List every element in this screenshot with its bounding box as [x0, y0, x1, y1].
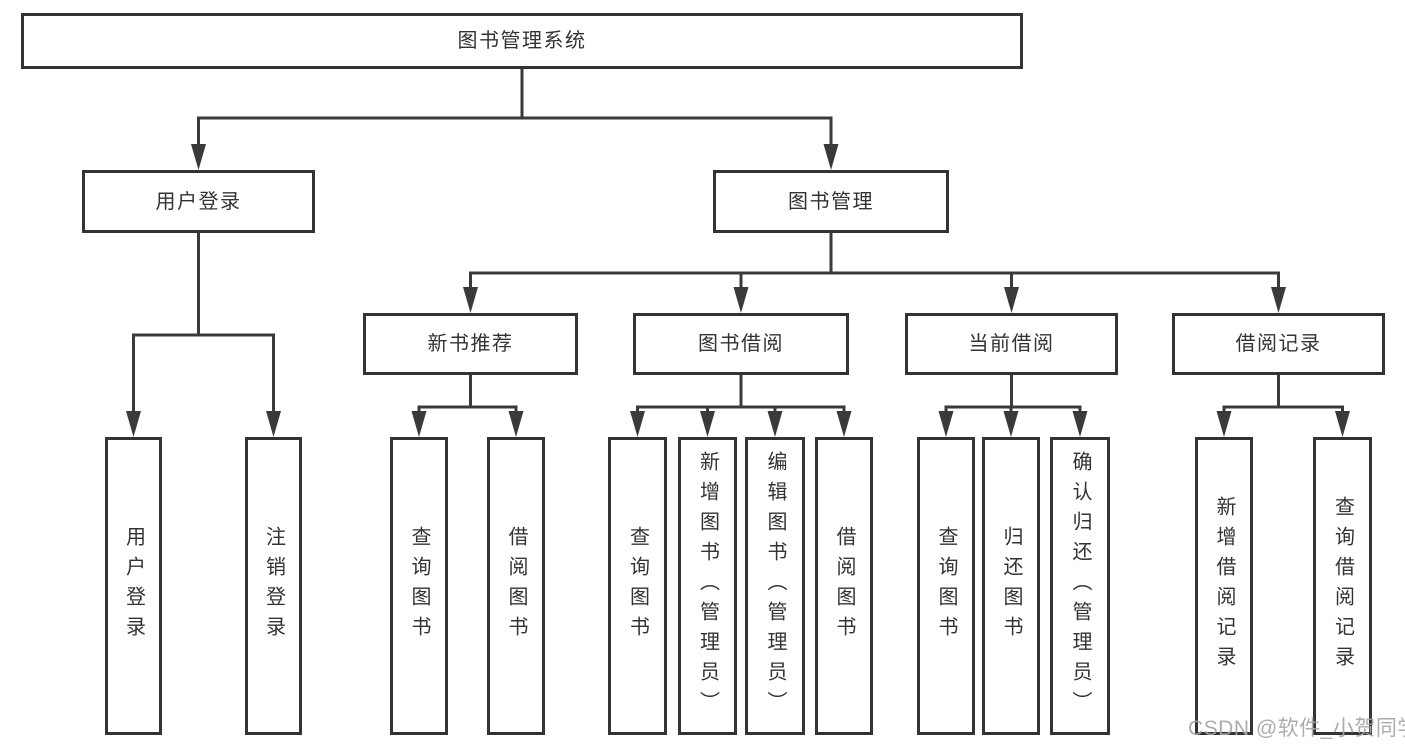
arrowhead-icon — [508, 411, 524, 437]
arrowhead-icon — [191, 144, 206, 170]
arrowhead-icon — [1072, 411, 1088, 437]
arrowhead-icon — [938, 411, 954, 437]
diagram-node-leaf-edit-book: 编辑图书（管理员） — [745, 437, 805, 735]
diagram-node-leaf-logout: 注销登录 — [245, 437, 302, 735]
arrowhead-icon — [630, 411, 645, 437]
watermark-text: CSDN @软件_小贺同学 — [1188, 717, 1405, 740]
diagram-node-leaf-return-book: 归还图书 — [982, 437, 1040, 735]
diagram-node-leaf-borrow-book-2: 借阅图书 — [815, 437, 873, 735]
diagram-node-current-borrow: 当前借阅 — [905, 313, 1118, 375]
diagram-node-user-login: 用户登录 — [82, 170, 315, 233]
arrowhead-icon — [1271, 287, 1286, 313]
diagram-node-new-book-rec: 新书推荐 — [363, 313, 578, 375]
arrowhead-icon — [823, 144, 839, 170]
diagram-node-leaf-query-book-2: 查询图书 — [608, 437, 667, 735]
arrowhead-icon — [463, 287, 478, 313]
arrowhead-icon — [1335, 411, 1350, 437]
arrowhead-icon — [1003, 411, 1019, 437]
diagram-node-leaf-query-record: 查询借阅记录 — [1313, 437, 1372, 735]
diagram-node-leaf-add-record: 新增借阅记录 — [1195, 437, 1253, 735]
diagram-node-leaf-confirm-return: 确认归还（管理员） — [1050, 437, 1110, 735]
diagram-node-book-mgmt: 图书管理 — [713, 170, 949, 233]
diagram-node-root: 图书管理系统 — [21, 13, 1023, 69]
diagram-node-leaf-add-book: 新增图书（管理员） — [678, 437, 737, 735]
diagram-node-book-borrow: 图书借阅 — [633, 313, 849, 375]
arrowhead-icon — [1216, 411, 1232, 437]
arrowhead-icon — [266, 411, 281, 437]
arrowhead-icon — [1004, 287, 1019, 313]
arrowhead-icon — [836, 411, 852, 437]
arrowhead-icon — [126, 411, 141, 437]
arrowhead-icon — [767, 411, 783, 437]
diagram-node-leaf-query-book-1: 查询图书 — [390, 437, 448, 735]
arrowhead-icon — [733, 287, 749, 313]
diagram-node-leaf-borrow-book-1: 借阅图书 — [487, 437, 545, 735]
arrowhead-icon — [411, 411, 427, 437]
diagram-node-leaf-user-login: 用户登录 — [105, 437, 162, 735]
arrowhead-icon — [700, 411, 715, 437]
diagram-node-leaf-query-book-3: 查询图书 — [917, 437, 975, 735]
diagram-node-borrow-records: 借阅记录 — [1172, 313, 1385, 375]
